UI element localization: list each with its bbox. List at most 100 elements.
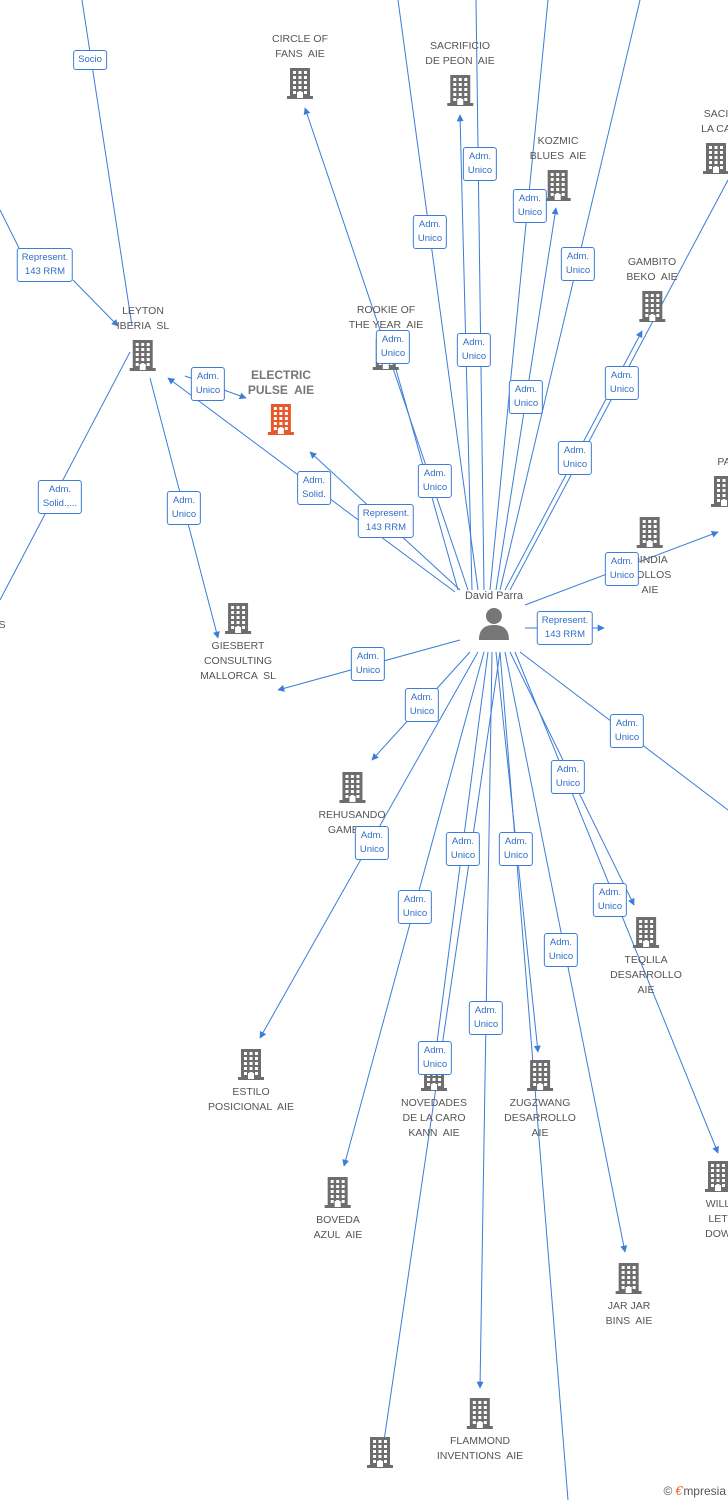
edge-label: Adm. Unico — [604, 366, 640, 400]
edge-label: Represent. 143 RRM — [16, 248, 74, 282]
company-label: SACRIFICIO DE PEON AIE — [425, 40, 495, 67]
company-label: DINDIA ROLLOS AIE — [628, 554, 672, 596]
edge-label: Adm. Unico — [456, 333, 492, 367]
company-label: GAMBITO BEKO AIE — [626, 256, 678, 283]
company-node-p[interactable]: PA — [709, 455, 728, 508]
building-icon — [466, 1398, 493, 1429]
edge-label: Adm. Unico — [512, 189, 548, 223]
company-node-bottom[interactable] — [365, 1435, 395, 1473]
edge-line — [397, 0, 479, 591]
building-icon — [633, 917, 659, 948]
building-icon — [527, 1060, 553, 1091]
edge-line — [72, 279, 119, 327]
company-node-electric[interactable]: ELECTRIC PULSE AIE — [248, 368, 314, 436]
edge-label: Adm. Unico — [462, 147, 498, 181]
company-label: JAR JAR BINS AIE — [605, 1300, 653, 1327]
company-label: ZUGZWANG DESARROLLO AIE — [504, 1097, 576, 1139]
building-icon — [446, 75, 473, 106]
edge-line — [489, 0, 549, 591]
company-label: PA — [717, 456, 728, 468]
edge-label: Represent. 143 RRM — [357, 504, 415, 538]
edge-label: Adm. Unico — [609, 714, 645, 748]
company-node-giesbert[interactable]: GIESBERT CONSULTING MALLORCA SL — [200, 601, 276, 684]
building-icon — [616, 1263, 642, 1294]
building-icon — [237, 1049, 264, 1080]
company-node-boveda[interactable]: BOVEDA AZUL AIE — [313, 1175, 363, 1243]
edge-label: Adm. Unico — [557, 441, 593, 475]
company-node-jarjar[interactable]: JAR JAR BINS AIE — [605, 1261, 653, 1329]
copyright-symbol: © — [663, 1484, 673, 1498]
company-label: TEQLILA DESARROLLO AIE — [610, 954, 682, 996]
company-label: LEYTON IBERIA SL — [116, 305, 170, 332]
building-icon — [286, 68, 313, 99]
edge-label: Adm. Unico — [417, 1041, 453, 1075]
edge-line — [81, 0, 133, 327]
company-node-flammond[interactable]: FLAMMOND INVENTIONS AIE — [437, 1396, 523, 1464]
building-icon — [130, 340, 156, 371]
company-label: FLAMMOND INVENTIONS AIE — [436, 1435, 524, 1462]
company-node-estilo[interactable]: ESTILO POSICIONAL AIE — [208, 1047, 294, 1115]
edge-label: Adm. Unico — [375, 330, 411, 364]
edge-label: Adm. Unico — [498, 832, 534, 866]
edge-label: Adm. Unico — [543, 933, 579, 967]
company-node-kozmic[interactable]: KOZMIC BLUES AIE — [529, 134, 587, 202]
company-label: CIRCLE OF FANS AIE — [271, 33, 329, 60]
edge-label: Adm. Unico — [397, 890, 433, 924]
person-icon — [478, 608, 509, 640]
edge-label: Adm. Unico — [560, 247, 596, 281]
edge-label: Adm. Unico — [604, 552, 640, 586]
building-icon — [638, 291, 665, 322]
edge-label: Represent. 143 RRM — [536, 611, 594, 645]
company-label: WILL LET DOW — [705, 1198, 728, 1240]
building-icon — [711, 476, 728, 507]
brand-logo-e: € — [675, 1484, 684, 1498]
company-label: NOVEDADES DE LA CARO KANN AIE — [401, 1097, 467, 1139]
edge-label: Adm. Unico — [190, 367, 226, 401]
building-icon — [367, 1437, 393, 1468]
edge-label: Adm. Unico — [354, 826, 390, 860]
company-node-leftedge[interactable]: S — [0, 618, 6, 633]
company-label: KOZMIC BLUES AIE — [529, 135, 587, 162]
company-node-leyton[interactable]: LEYTON IBERIA SL — [116, 304, 170, 372]
company-label: SACI LA CA — [701, 108, 728, 135]
company-label: S — [0, 619, 6, 631]
company-node-dindia[interactable]: DINDIA ROLLOS AIE — [628, 515, 672, 598]
company-node-zugzwang[interactable]: ZUGZWANG DESARROLLO AIE — [504, 1058, 576, 1141]
edge-label: Socio — [73, 50, 107, 70]
building-icon — [324, 1177, 351, 1208]
person-node-david-parra[interactable]: David Parra — [465, 590, 523, 642]
building-icon — [267, 404, 294, 435]
building-icon — [339, 772, 365, 803]
edge-label: Adm. Unico — [350, 647, 386, 681]
company-node-gambito[interactable]: GAMBITO BEKO AIE — [626, 255, 678, 323]
building-icon — [225, 603, 251, 634]
brand-name: mpresia — [683, 1484, 726, 1498]
edge-label: Adm. Unico — [404, 688, 440, 722]
edge-label: Adm. Unico — [550, 760, 586, 794]
edge-label: Adm. Unico — [417, 464, 453, 498]
edge-line — [475, 0, 485, 591]
company-node-sac2[interactable]: SACI LA CA — [701, 107, 728, 175]
person-name: David Parra — [464, 590, 524, 602]
company-label: GIESBERT CONSULTING MALLORCA SL — [200, 640, 276, 682]
edge-label: Adm. Unico — [166, 491, 202, 525]
building-icon — [636, 517, 663, 548]
edge-label: Adm. Solid.,... — [37, 480, 83, 514]
edge-label: Adm. Unico — [445, 832, 481, 866]
edge-label: Adm. Unico — [508, 380, 544, 414]
edge-line — [499, 0, 641, 591]
edge-label: Adm. Unico — [592, 883, 628, 917]
company-node-teqlila[interactable]: TEQLILA DESARROLLO AIE — [610, 915, 682, 998]
edge-label: Adm. Unico — [468, 1001, 504, 1035]
company-node-circle[interactable]: CIRCLE OF FANS AIE — [272, 32, 328, 100]
building-icon — [545, 170, 571, 201]
company-node-will[interactable]: WILL LET DOW — [703, 1159, 728, 1242]
company-label: BOVEDA AZUL AIE — [313, 1214, 363, 1241]
company-label: ELECTRIC PULSE AIE — [247, 368, 315, 397]
edge-line — [0, 351, 131, 601]
building-icon — [703, 143, 728, 174]
edge-label: Adm. Solid. — [297, 471, 331, 505]
building-icon — [705, 1161, 728, 1192]
company-node-sacrificio[interactable]: SACRIFICIO DE PEON AIE — [425, 39, 495, 107]
brand-watermark: © €mpresia — [663, 1484, 726, 1498]
